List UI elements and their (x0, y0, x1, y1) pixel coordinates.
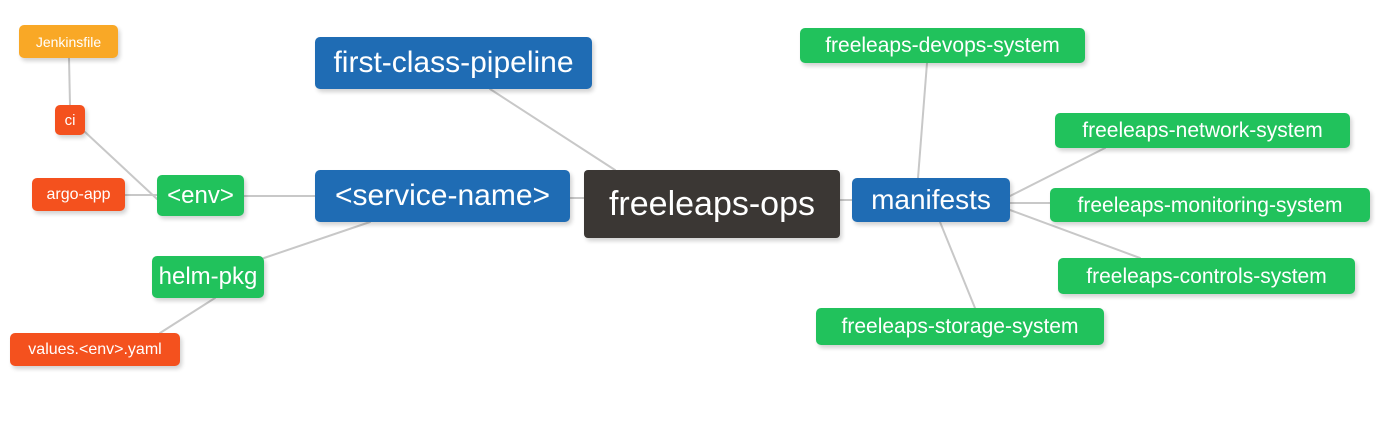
edge-helm-pkg-to-service-name (263, 221, 371, 259)
node-devops[interactable]: freeleaps-devops-system (800, 28, 1085, 63)
node-values-yaml[interactable]: values.<env>.yaml (10, 333, 180, 366)
node-env[interactable]: <env> (157, 175, 244, 216)
edge-jenkinsfile-to-ci (68, 57, 71, 106)
edge-manifests-to-storage (939, 221, 976, 309)
node-freeleaps-ops[interactable]: freeleaps-ops (584, 170, 840, 238)
node-storage[interactable]: freeleaps-storage-system (816, 308, 1104, 345)
node-helm-pkg[interactable]: helm-pkg (152, 256, 264, 298)
node-service-name[interactable]: <service-name> (315, 170, 570, 222)
node-jenkinsfile[interactable]: Jenkinsfile (19, 25, 118, 58)
node-ci[interactable]: ci (55, 105, 85, 135)
node-manifests[interactable]: manifests (852, 178, 1010, 222)
node-controls[interactable]: freeleaps-controls-system (1058, 258, 1355, 294)
node-first-class[interactable]: first-class-pipeline (315, 37, 592, 89)
edge-values-yaml-to-helm-pkg (159, 297, 216, 334)
edge-first-class-to-freeleaps-ops (489, 88, 616, 171)
node-network[interactable]: freeleaps-network-system (1055, 113, 1350, 148)
node-argo-app[interactable]: argo-app (32, 178, 125, 211)
edge-manifests-to-devops (917, 62, 928, 179)
node-monitoring[interactable]: freeleaps-monitoring-system (1050, 188, 1370, 222)
